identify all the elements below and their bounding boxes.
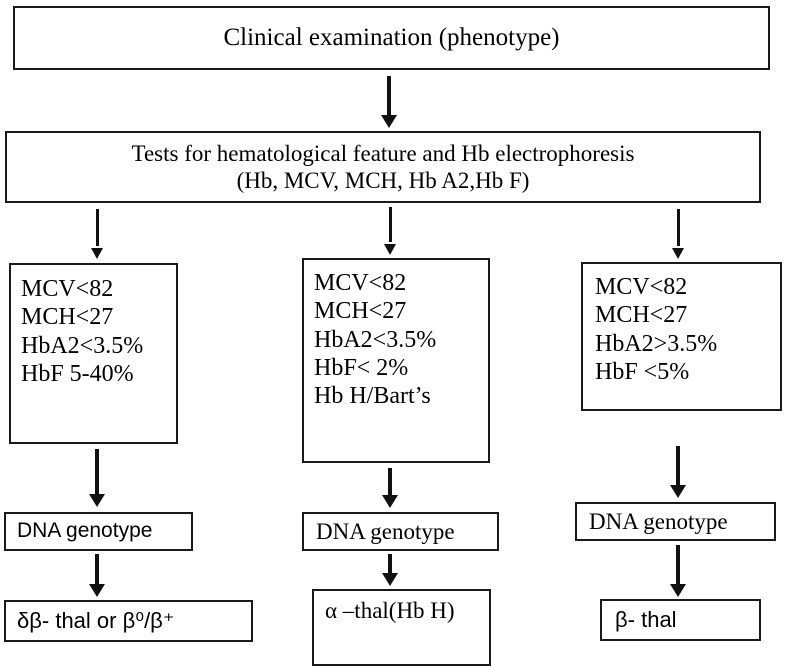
arrow-head xyxy=(671,248,684,259)
arrow-shaft xyxy=(388,207,392,242)
node-criteria-left-label: MCV<82 MCH<27 HbA2<3.5% HbF 5-40% xyxy=(21,276,144,387)
node-tests: Tests for hematological feature and Hb e… xyxy=(5,131,761,203)
arrow-head xyxy=(89,584,105,597)
arrow-head xyxy=(90,248,103,259)
node-dna-genotype-middle-label: DNA genotype xyxy=(316,518,455,544)
arrow-head xyxy=(381,115,397,128)
node-dna-genotype-middle: DNA genotype xyxy=(302,512,499,551)
node-dna-genotype-right: DNA genotype xyxy=(575,502,776,541)
arrow-shaft xyxy=(95,554,99,584)
arrow-head xyxy=(382,573,398,586)
node-result-right: β- thal xyxy=(600,599,761,641)
node-clinical-examination-label: Clinical examination (phenotype) xyxy=(223,24,560,52)
arrow-shaft xyxy=(95,209,99,246)
arrow-shaft xyxy=(676,209,680,246)
node-dna-genotype-left: DNA genotype xyxy=(4,512,193,551)
arrow-head xyxy=(670,584,686,597)
arrow-head xyxy=(89,494,105,507)
node-tests-label: Tests for hematological feature and Hb e… xyxy=(131,140,635,193)
node-criteria-left: MCV<82 MCH<27 HbA2<3.5% HbF 5-40% xyxy=(9,263,178,444)
node-criteria-right: MCV<82 MCH<27 HbA2>3.5% HbF <5% xyxy=(581,262,782,411)
node-criteria-right-label: MCV<82 MCH<27 HbA2>3.5% HbF <5% xyxy=(595,274,718,385)
arrow-head xyxy=(670,485,686,498)
node-dna-genotype-left-label: DNA genotype xyxy=(17,519,153,543)
node-clinical-examination: Clinical examination (phenotype) xyxy=(13,6,770,70)
node-criteria-middle: MCV<82 MCH<27 HbA2<3.5% HbF< 2% Hb H/Bar… xyxy=(302,258,490,463)
node-result-right-label: β- thal xyxy=(615,607,677,633)
arrow-head xyxy=(382,495,398,508)
node-result-left-label: δβ- thal or β⁰/β⁺ xyxy=(17,608,175,634)
node-result-left: δβ- thal or β⁰/β⁺ xyxy=(4,600,253,642)
node-result-middle: α –thal(Hb H) xyxy=(312,589,491,666)
arrow-shaft xyxy=(388,468,392,496)
arrow-shaft xyxy=(388,554,392,574)
arrow-shaft xyxy=(676,446,680,485)
arrow-shaft xyxy=(387,76,391,115)
arrow-shaft xyxy=(676,545,680,584)
node-criteria-middle-label: MCV<82 MCH<27 HbA2<3.5% HbF< 2% Hb H/Bar… xyxy=(314,270,437,410)
node-dna-genotype-right-label: DNA genotype xyxy=(589,508,728,534)
node-result-middle-label: α –thal(Hb H) xyxy=(325,598,455,623)
arrow-shaft xyxy=(95,449,99,494)
arrow-head xyxy=(383,244,396,255)
